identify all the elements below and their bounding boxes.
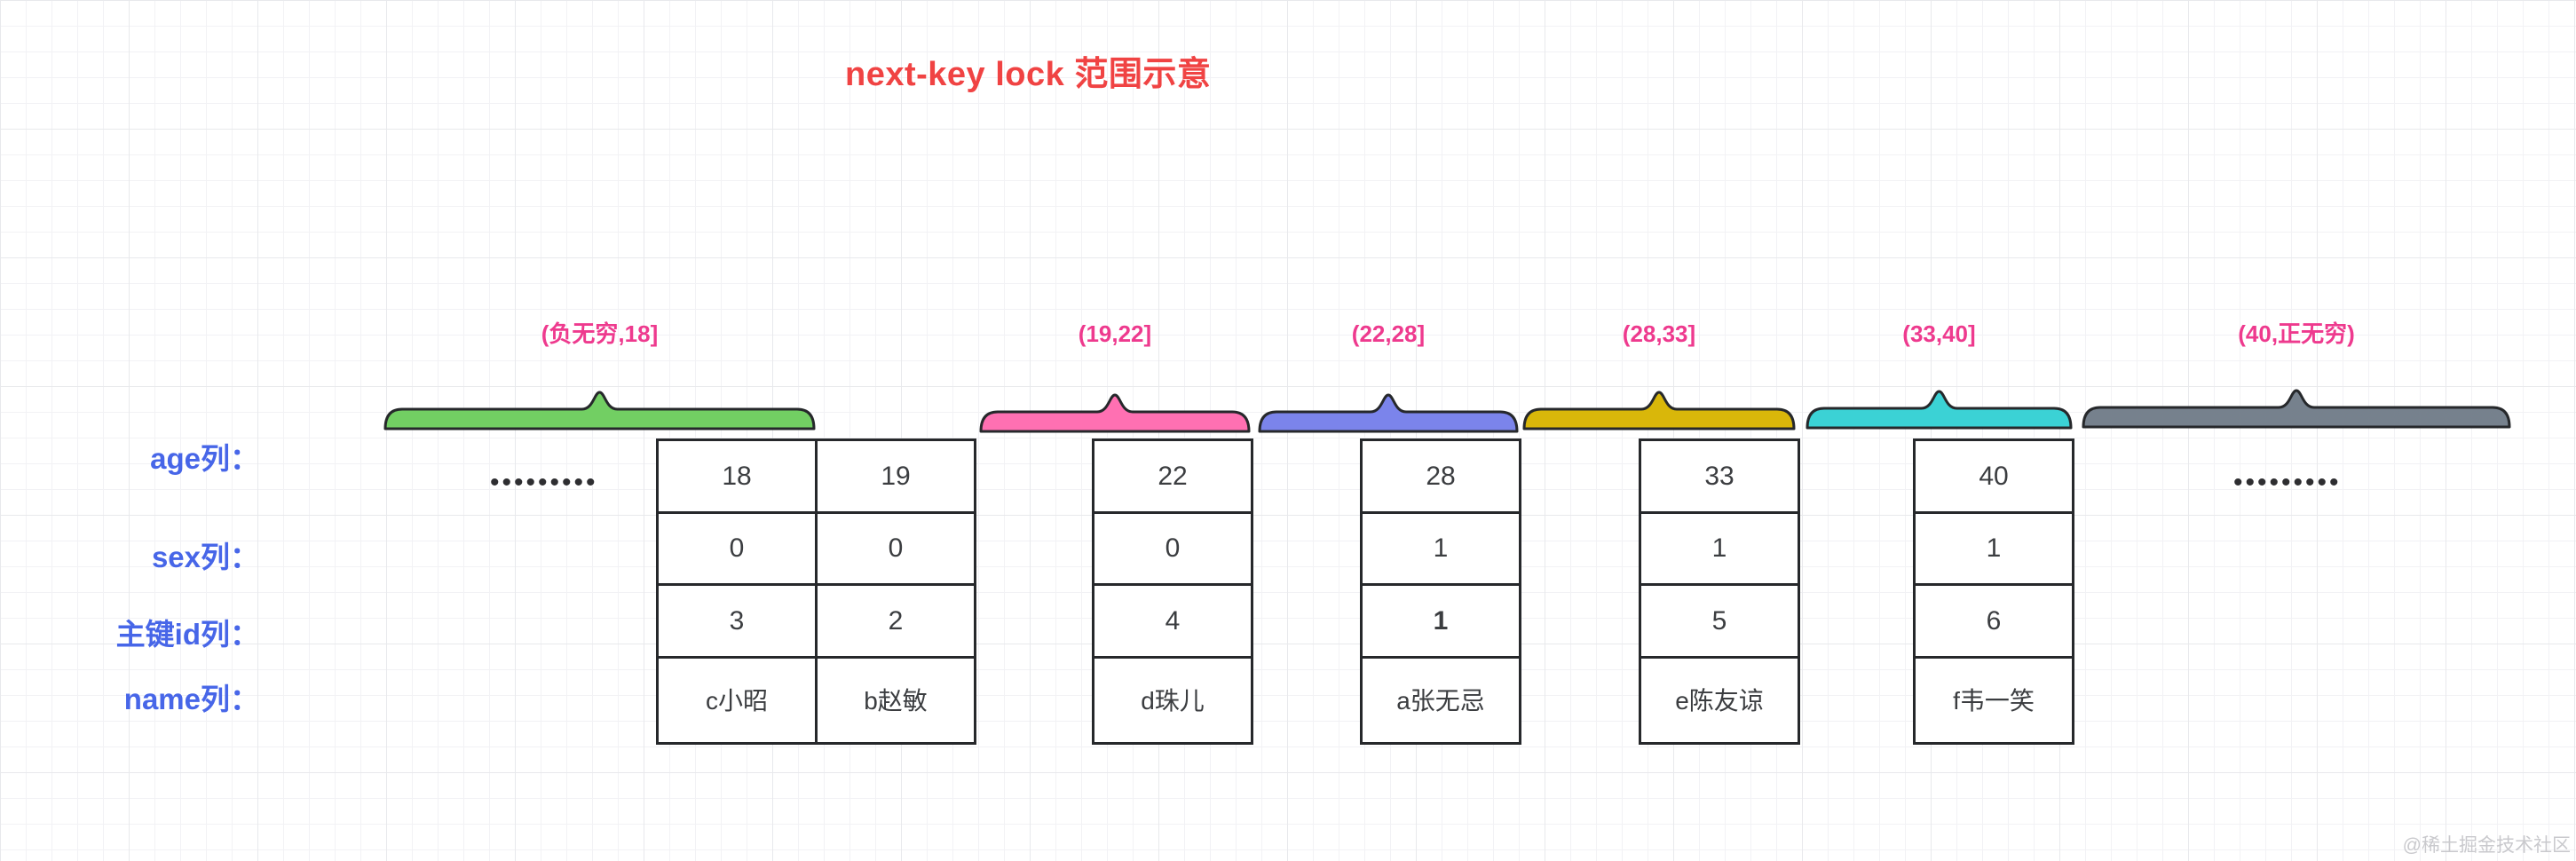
brace-icon-33-40 xyxy=(1806,390,2073,430)
cell-name: b赵敏 xyxy=(818,656,974,739)
cell-name: f韦一笑 xyxy=(1916,656,2072,739)
row-label-name: name列： xyxy=(123,683,259,715)
cell-age: 22 xyxy=(1158,461,1188,491)
cell-id: 4 xyxy=(1094,583,1251,656)
cell-name: e陈友谅 xyxy=(1641,656,1798,739)
cell-id: 6 xyxy=(1916,583,2072,656)
brace-icon-28-33 xyxy=(1522,391,1796,430)
cell-sex: 1 xyxy=(1641,511,1798,583)
row-label-sex: sex列： xyxy=(151,541,259,573)
brace-icon-19-22 xyxy=(979,393,1251,433)
record-column-22: 22 0 4 d珠儿 xyxy=(1092,438,1253,745)
brace-icon-22-28 xyxy=(1258,393,1519,433)
cell-age: 18 xyxy=(722,461,752,491)
cell-age: 40 xyxy=(1979,461,2009,491)
cell-name: c小昭 xyxy=(659,656,815,739)
cell-id: 5 xyxy=(1641,583,1798,656)
cell-sex: 0 xyxy=(818,511,974,583)
range-label-40-pos-inf: (40,正无穷) xyxy=(2238,320,2355,347)
record-column-18: 18 0 3 c小昭 xyxy=(656,438,818,745)
record-column-28: 28 1 1 a张无忌 xyxy=(1360,438,1521,745)
cell-age: 28 xyxy=(1426,461,1456,491)
cell-sex: 1 xyxy=(1363,511,1519,583)
row-label-id: 主键id列： xyxy=(115,618,259,651)
cell-id: 3 xyxy=(659,583,815,656)
watermark: @稀土掘金技术社区 xyxy=(2402,835,2571,856)
cell-name: a张无忌 xyxy=(1363,656,1519,739)
cell-age: 33 xyxy=(1704,461,1734,491)
range-label-33-40: (33,40] xyxy=(1902,320,1976,347)
brace-icon-40-pos-inf xyxy=(2082,389,2511,429)
brace-icon-neg-inf-18 xyxy=(383,391,816,430)
record-column-40: 40 1 6 f韦一笑 xyxy=(1913,438,2074,745)
cell-id: 1 xyxy=(1363,583,1519,656)
cell-id: 2 xyxy=(818,583,974,656)
range-label-28-33: (28,33] xyxy=(1622,320,1696,347)
cell-sex: 1 xyxy=(1916,511,2072,583)
range-label-19-22: (19,22] xyxy=(1078,320,1152,347)
cell-sex: 0 xyxy=(1094,511,1251,583)
record-column-33: 33 1 5 e陈友谅 xyxy=(1639,438,1800,745)
cell-age: 19 xyxy=(881,461,911,491)
ellipsis-left: ••••••••• xyxy=(490,468,598,497)
cell-name: d珠儿 xyxy=(1094,656,1251,739)
ellipsis-right: ••••••••• xyxy=(2233,468,2342,497)
range-label-22-28: (22,28] xyxy=(1351,320,1426,347)
diagram-title: next-key lock 范围示意 xyxy=(845,56,1212,93)
range-label-neg-inf-18: (负无穷,18] xyxy=(541,320,659,347)
cell-sex: 0 xyxy=(659,511,815,583)
row-label-age: age列： xyxy=(150,442,259,475)
record-column-19: 19 0 2 b赵敏 xyxy=(815,438,976,745)
